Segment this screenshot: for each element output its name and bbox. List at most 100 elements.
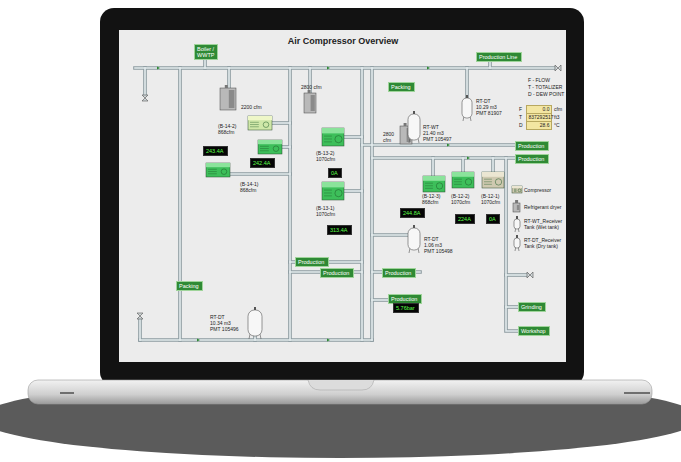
reading-box: 243.4A bbox=[203, 146, 228, 156]
tank-outlet bbox=[516, 235, 518, 238]
pipe bbox=[461, 158, 465, 172]
node-text: Production bbox=[391, 296, 417, 302]
compressor-top bbox=[322, 128, 344, 133]
reading-box: 5.76bar bbox=[393, 303, 419, 313]
node-text: Packing bbox=[179, 283, 199, 289]
tank-body bbox=[514, 238, 520, 248]
compressor-icon bbox=[322, 128, 344, 146]
compressor-vent bbox=[208, 173, 217, 174]
node-text: 28.6 bbox=[540, 123, 550, 129]
pipe-core bbox=[272, 122, 290, 124]
compressor-vent bbox=[324, 192, 332, 193]
equipment-label: 1070cfm bbox=[451, 199, 470, 205]
equipment-label: °C bbox=[554, 122, 560, 128]
pipe-core bbox=[466, 68, 468, 98]
pipe bbox=[506, 305, 518, 309]
tank-icon bbox=[462, 95, 472, 121]
reading-box: 0A bbox=[486, 214, 500, 224]
destination-box: Production Line bbox=[476, 52, 522, 62]
pipe-core bbox=[254, 336, 256, 340]
destination-box: Workshop bbox=[518, 326, 550, 336]
reading-box: 313.4A bbox=[327, 225, 352, 235]
pipe-core bbox=[179, 68, 181, 340]
compressor-top bbox=[423, 176, 445, 181]
compressor-fan bbox=[335, 190, 342, 197]
equipment-label: 2800 cfm bbox=[301, 84, 322, 90]
tank-leg bbox=[249, 334, 250, 339]
dryer-panel bbox=[517, 205, 519, 210]
node-text: Production Line bbox=[479, 54, 517, 60]
destination-box: Production bbox=[515, 154, 549, 164]
reading-box: 244.8A bbox=[400, 208, 425, 218]
equipment-label: RT-DT bbox=[424, 236, 439, 242]
compressor-icon bbox=[423, 176, 445, 192]
pipe bbox=[362, 143, 515, 147]
equipment-label: ft3 bbox=[554, 114, 560, 120]
pipe bbox=[288, 68, 292, 340]
pipe bbox=[372, 298, 388, 302]
compressor-fan bbox=[263, 122, 269, 128]
dryer-body bbox=[513, 203, 520, 212]
compressor-body bbox=[512, 186, 522, 193]
compressor-vent bbox=[454, 179, 462, 180]
legend-entry: RT-WT_Receiver Tank (Wet tank) bbox=[524, 218, 565, 230]
flow-arrow bbox=[467, 157, 470, 160]
legend-text: Compressor bbox=[524, 187, 565, 193]
tank-outlet bbox=[466, 95, 468, 98]
compressor-vent bbox=[324, 141, 332, 142]
dryer-icon bbox=[304, 90, 316, 113]
laptop-shadow bbox=[0, 378, 681, 458]
destination-box: Production bbox=[515, 141, 549, 151]
legend-entry: Compressor bbox=[524, 187, 565, 193]
compressor-fan bbox=[518, 189, 521, 192]
compressor-vent bbox=[454, 184, 462, 185]
tank-leg bbox=[260, 334, 261, 339]
pipe-core bbox=[135, 67, 555, 69]
compressor-top bbox=[322, 182, 344, 187]
legend-swatch bbox=[513, 200, 520, 212]
tank-body bbox=[408, 228, 420, 250]
reading-box: 0A bbox=[328, 168, 342, 178]
equipment-label: RT-DT bbox=[476, 98, 491, 104]
equipment-label: 1070cfm bbox=[316, 156, 335, 162]
compressor-vent bbox=[250, 126, 259, 127]
compressor-vent bbox=[260, 150, 269, 151]
pipe-core bbox=[462, 158, 464, 172]
compressor-vent bbox=[425, 183, 433, 184]
equipment-label: (B-14-1) bbox=[240, 181, 258, 187]
equipment-label: D - DEW POINT bbox=[528, 91, 564, 97]
node-text: 242.4A bbox=[253, 160, 270, 166]
legend-entry: Refrigerant dryer bbox=[524, 204, 565, 210]
pipe bbox=[230, 172, 290, 176]
reading-box: 242.4A bbox=[250, 158, 275, 168]
equipment-label: 2200 cfm bbox=[241, 104, 262, 110]
node-text: 224A bbox=[458, 216, 471, 222]
equipment-label: T - TOTALIZER bbox=[528, 84, 562, 90]
compressor-fan bbox=[221, 169, 227, 175]
compressor-top bbox=[512, 186, 522, 188]
pipe bbox=[465, 68, 469, 98]
flow-arrow bbox=[427, 67, 430, 70]
flow-arrow bbox=[157, 67, 160, 70]
dryer-icon bbox=[220, 85, 236, 110]
pipe-core bbox=[362, 144, 515, 146]
tank-icon bbox=[408, 111, 420, 143]
pipe-core bbox=[230, 173, 290, 175]
compressor-vent bbox=[454, 181, 462, 182]
equipment-label: 1070cfm bbox=[316, 211, 335, 217]
destination-box: Packing bbox=[176, 281, 203, 291]
equipment-label: F bbox=[519, 106, 522, 112]
valve-symbol bbox=[142, 95, 148, 101]
equipment-label: (B-12-2) bbox=[451, 193, 469, 199]
reading-box: 224A bbox=[455, 214, 475, 224]
equipment-label: PMT 105497 bbox=[423, 136, 452, 142]
node-text: 244.8A bbox=[403, 210, 420, 216]
pipe-core bbox=[489, 62, 491, 68]
pipe-core bbox=[372, 234, 408, 236]
pipe-core bbox=[344, 190, 362, 192]
compressor-fan bbox=[465, 179, 471, 185]
legend-swatches bbox=[512, 186, 522, 251]
dryer-outlet bbox=[515, 200, 518, 203]
pipe bbox=[506, 273, 527, 277]
